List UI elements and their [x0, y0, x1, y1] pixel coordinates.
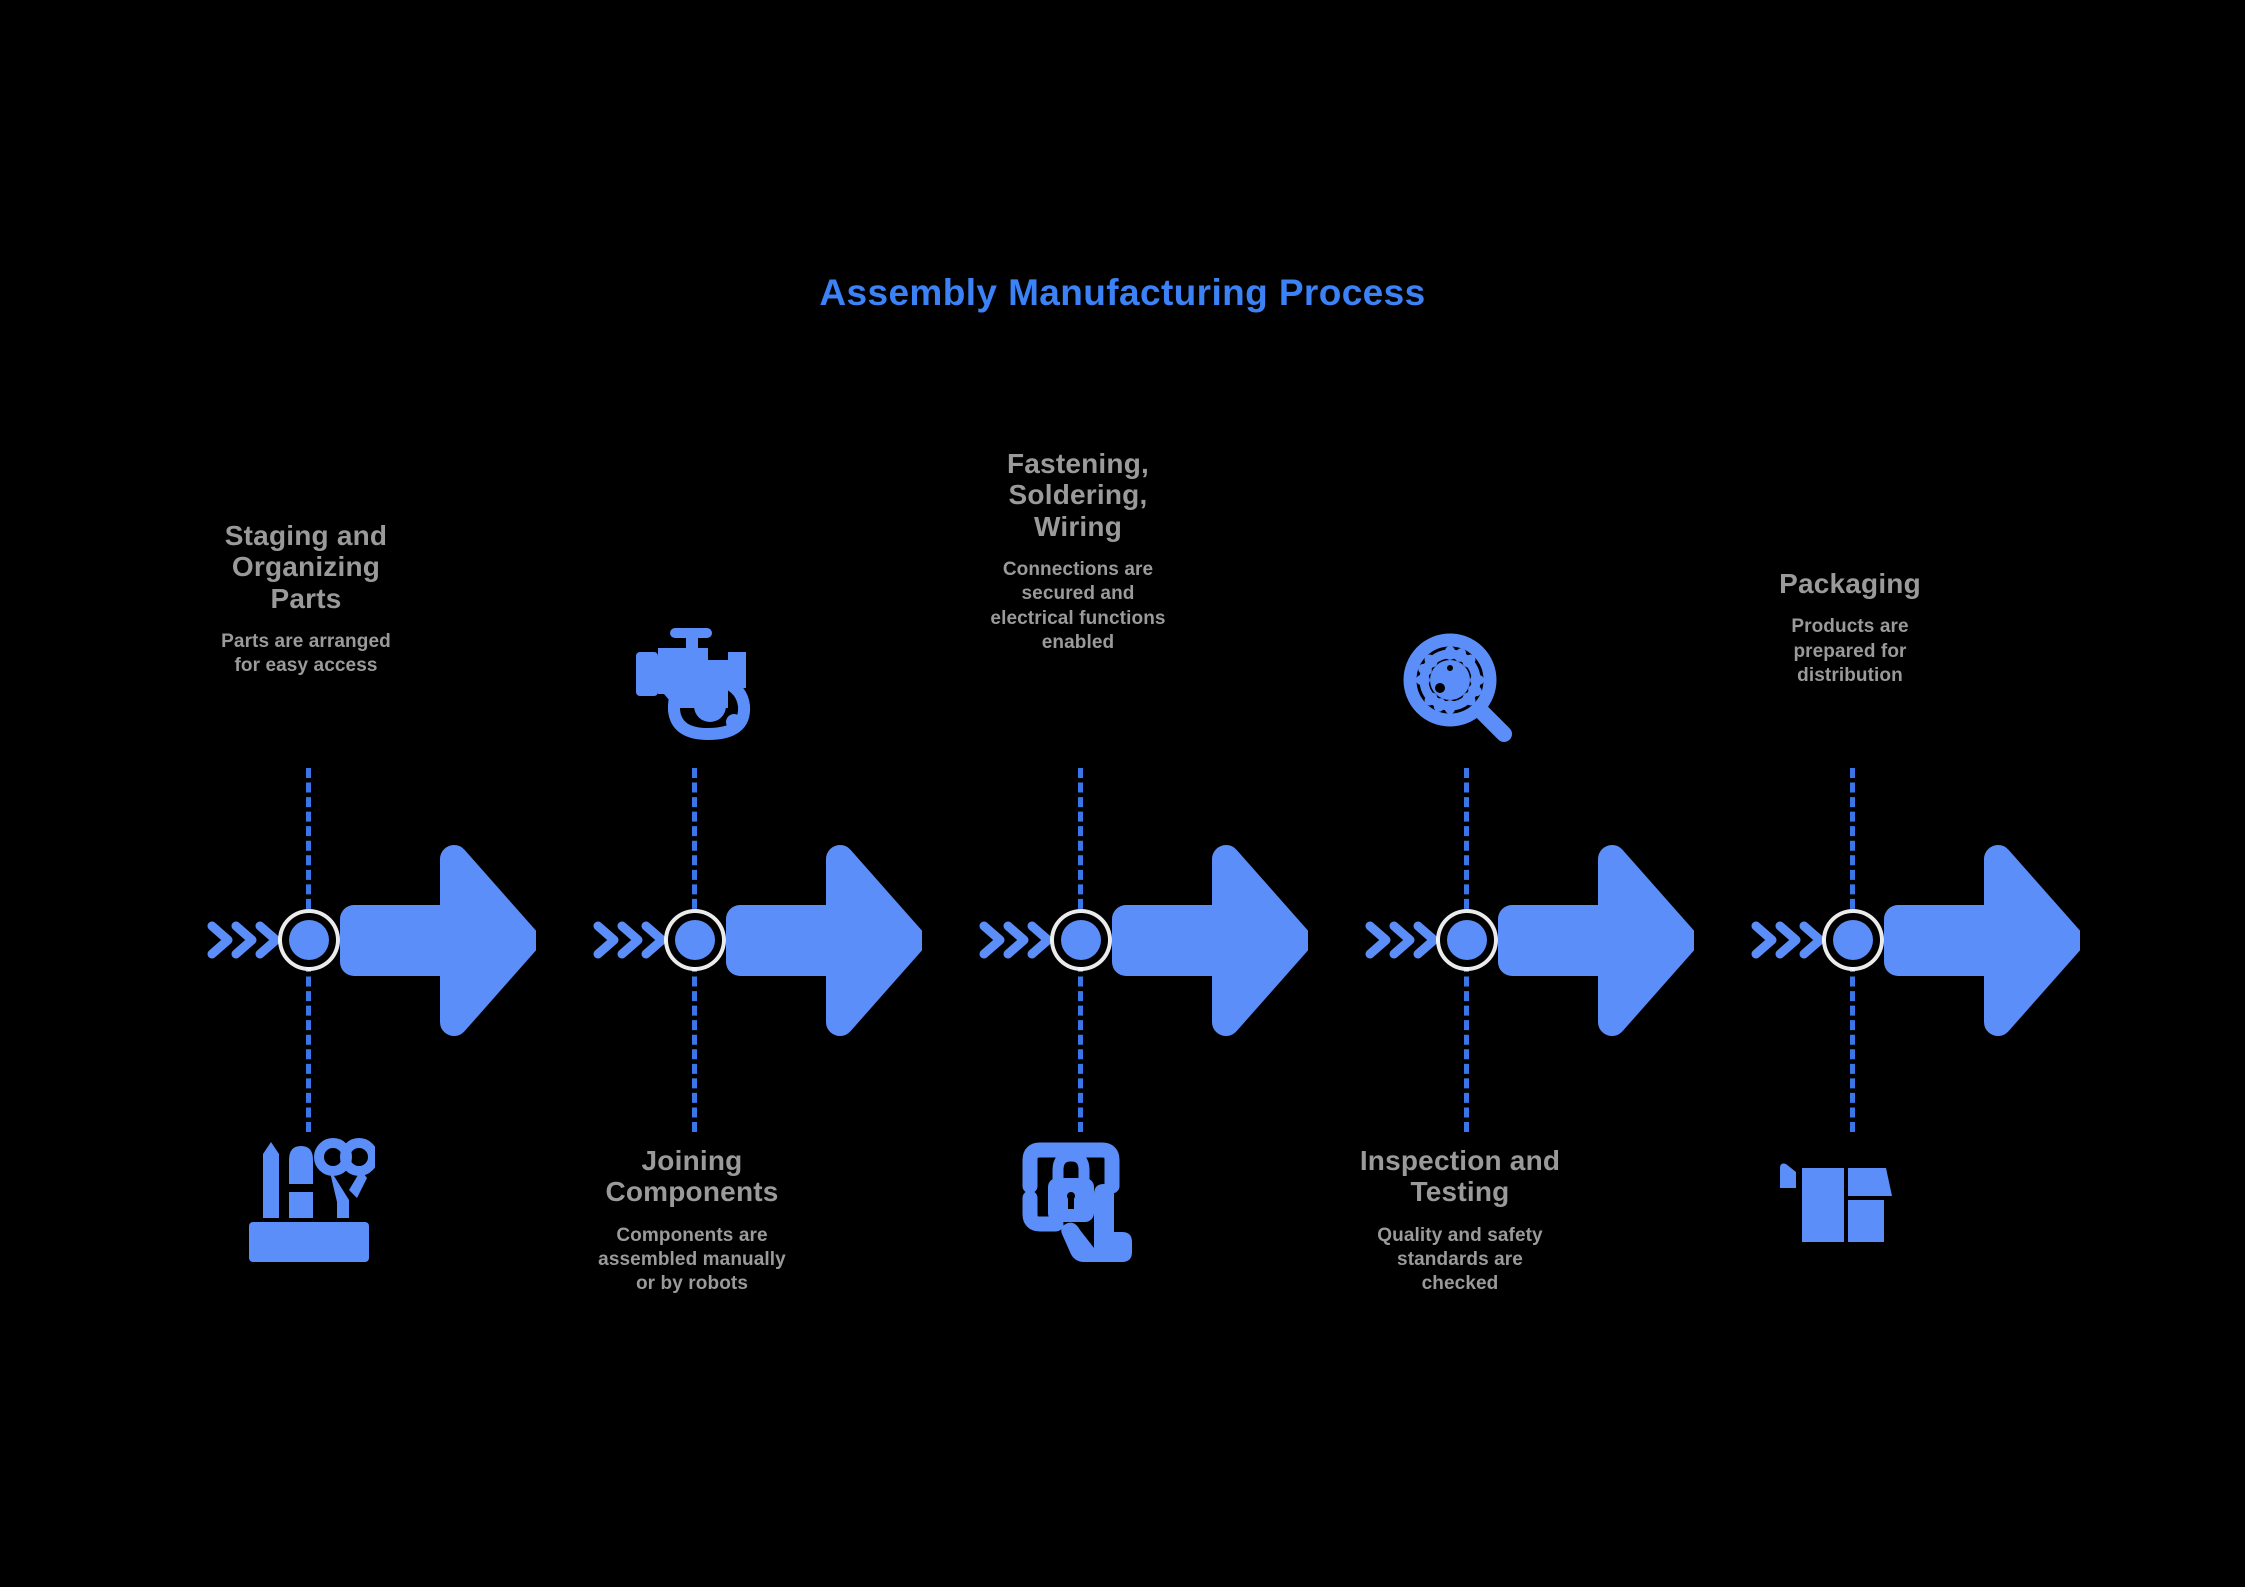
chevron-group-icon — [206, 910, 286, 970]
process-node-dot-5 — [1833, 920, 1873, 960]
step-1-text-block: Staging and Organizing Parts Parts are a… — [156, 520, 456, 679]
process-arrow-3 — [1108, 833, 1308, 1048]
step-3-desc-line-3: electrical functions — [990, 607, 1166, 629]
process-arrow-2 — [722, 833, 922, 1048]
chevron-group-icon — [592, 910, 672, 970]
process-arrow-4 — [1494, 833, 1694, 1048]
step-3-icon — [1018, 1140, 1138, 1268]
connector-line-step-3-lower — [1078, 962, 1083, 1132]
step-4-title: Inspection and Testing — [1310, 1145, 1610, 1208]
secure-lock-hand-icon — [1022, 1142, 1132, 1262]
step-2-desc-line-1: Components are — [616, 1224, 768, 1246]
step-1-title-line-3: Parts — [270, 582, 342, 614]
step-4-text-block: Inspection and Testing Quality and safet… — [1310, 1145, 1610, 1297]
step-3-title-line-3: Wiring — [1033, 510, 1123, 542]
step-3-text-block: Fastening, Soldering, Wiring Connections… — [928, 448, 1228, 655]
step-4-title-line-2: Testing — [1410, 1176, 1510, 1208]
chevron-group-icon — [1364, 910, 1444, 970]
step-2-description: Components are assembled manually or by … — [542, 1224, 842, 1297]
process-node-dot-3 — [1061, 920, 1101, 960]
step-4-desc-line-3: checked — [1421, 1273, 1499, 1295]
process-arrow-track — [0, 840, 2245, 1040]
magnifier-gear-inspection-icon — [1403, 633, 1512, 742]
connector-line-step-1-lower — [306, 962, 311, 1132]
arrow-unit-5 — [1730, 840, 2080, 1040]
process-node-dot-4 — [1447, 920, 1487, 960]
step-5-text-block: Packaging Products are prepared for dist… — [1700, 568, 2000, 688]
step-1-desc-line-1: Parts are arranged — [221, 631, 391, 653]
connector-line-step-3 — [1078, 768, 1083, 938]
step-2-title: Joining Components — [542, 1145, 842, 1208]
step-1-title: Staging and Organizing Parts — [156, 520, 456, 614]
process-node-dot-2 — [675, 920, 715, 960]
step-5-icon — [1778, 1152, 1898, 1256]
connector-line-step-4-lower — [1464, 962, 1469, 1132]
arrow-unit-4 — [1344, 840, 1694, 1040]
connector-line-step-1 — [306, 768, 311, 938]
step-2-icon — [628, 622, 756, 742]
step-1-description: Parts are arranged for easy access — [156, 630, 456, 679]
step-2-title-line-2: Components — [605, 1176, 779, 1208]
toolbox-supplies-icon — [249, 1138, 375, 1262]
step-5-title: Packaging — [1700, 568, 2000, 599]
step-5-desc-line-2: prepared for — [1793, 640, 1907, 662]
step-3-desc-line-1: Connections are — [1002, 559, 1154, 581]
page-title: Assembly Manufacturing Process — [819, 272, 1426, 313]
step-5-title-line-1: Packaging — [1779, 568, 1921, 599]
step-4-icon — [1400, 632, 1520, 748]
open-box-package-icon — [1780, 1163, 1892, 1242]
step-4-title-line-1: Inspection and — [1359, 1145, 1561, 1176]
process-arrow-5 — [1880, 833, 2080, 1048]
arrow-unit-3 — [958, 840, 1308, 1040]
step-2-title-line-1: Joining — [641, 1145, 743, 1176]
step-3-title-line-2: Soldering, — [1008, 479, 1148, 511]
connector-line-step-4 — [1464, 768, 1469, 938]
step-1-title-line-2: Organizing — [231, 551, 381, 583]
step-4-desc-line-1: Quality and safety — [1377, 1224, 1543, 1246]
step-1-icon — [245, 1138, 375, 1266]
step-1-title-line-1: Staging and — [224, 520, 388, 551]
step-4-desc-line-2: standards are — [1397, 1249, 1523, 1271]
chevron-group-icon — [1750, 910, 1830, 970]
arrow-unit-1 — [186, 840, 536, 1040]
engine-motor-icon — [636, 628, 751, 741]
connector-line-step-2 — [692, 768, 697, 938]
step-5-description: Products are prepared for distribution — [1700, 615, 2000, 688]
step-3-desc-line-4: enabled — [1041, 632, 1115, 654]
connector-line-step-2-lower — [692, 962, 697, 1132]
step-3-desc-line-2: secured and — [1021, 583, 1135, 605]
step-5-desc-line-3: distribution — [1797, 664, 1903, 686]
step-2-desc-line-2: assembled manually — [598, 1249, 786, 1271]
step-3-description: Connections are secured and electrical f… — [928, 558, 1228, 655]
step-2-text-block: Joining Components Components are assemb… — [542, 1145, 842, 1297]
step-3-title: Fastening, Soldering, Wiring — [928, 448, 1228, 542]
connector-line-step-5 — [1850, 768, 1855, 938]
step-5-desc-line-1: Products are — [1791, 616, 1909, 638]
process-node-dot-1 — [289, 920, 329, 960]
step-2-desc-line-3: or by robots — [635, 1273, 749, 1295]
arrow-unit-2 — [572, 840, 922, 1040]
chevron-group-icon — [978, 910, 1058, 970]
step-1-desc-line-2: for easy access — [234, 655, 378, 677]
step-3-title-line-1: Fastening, — [1006, 448, 1149, 479]
step-4-description: Quality and safety standards are checked — [1310, 1224, 1610, 1297]
connector-line-step-5-lower — [1850, 962, 1855, 1132]
process-arrow-1 — [336, 833, 536, 1048]
